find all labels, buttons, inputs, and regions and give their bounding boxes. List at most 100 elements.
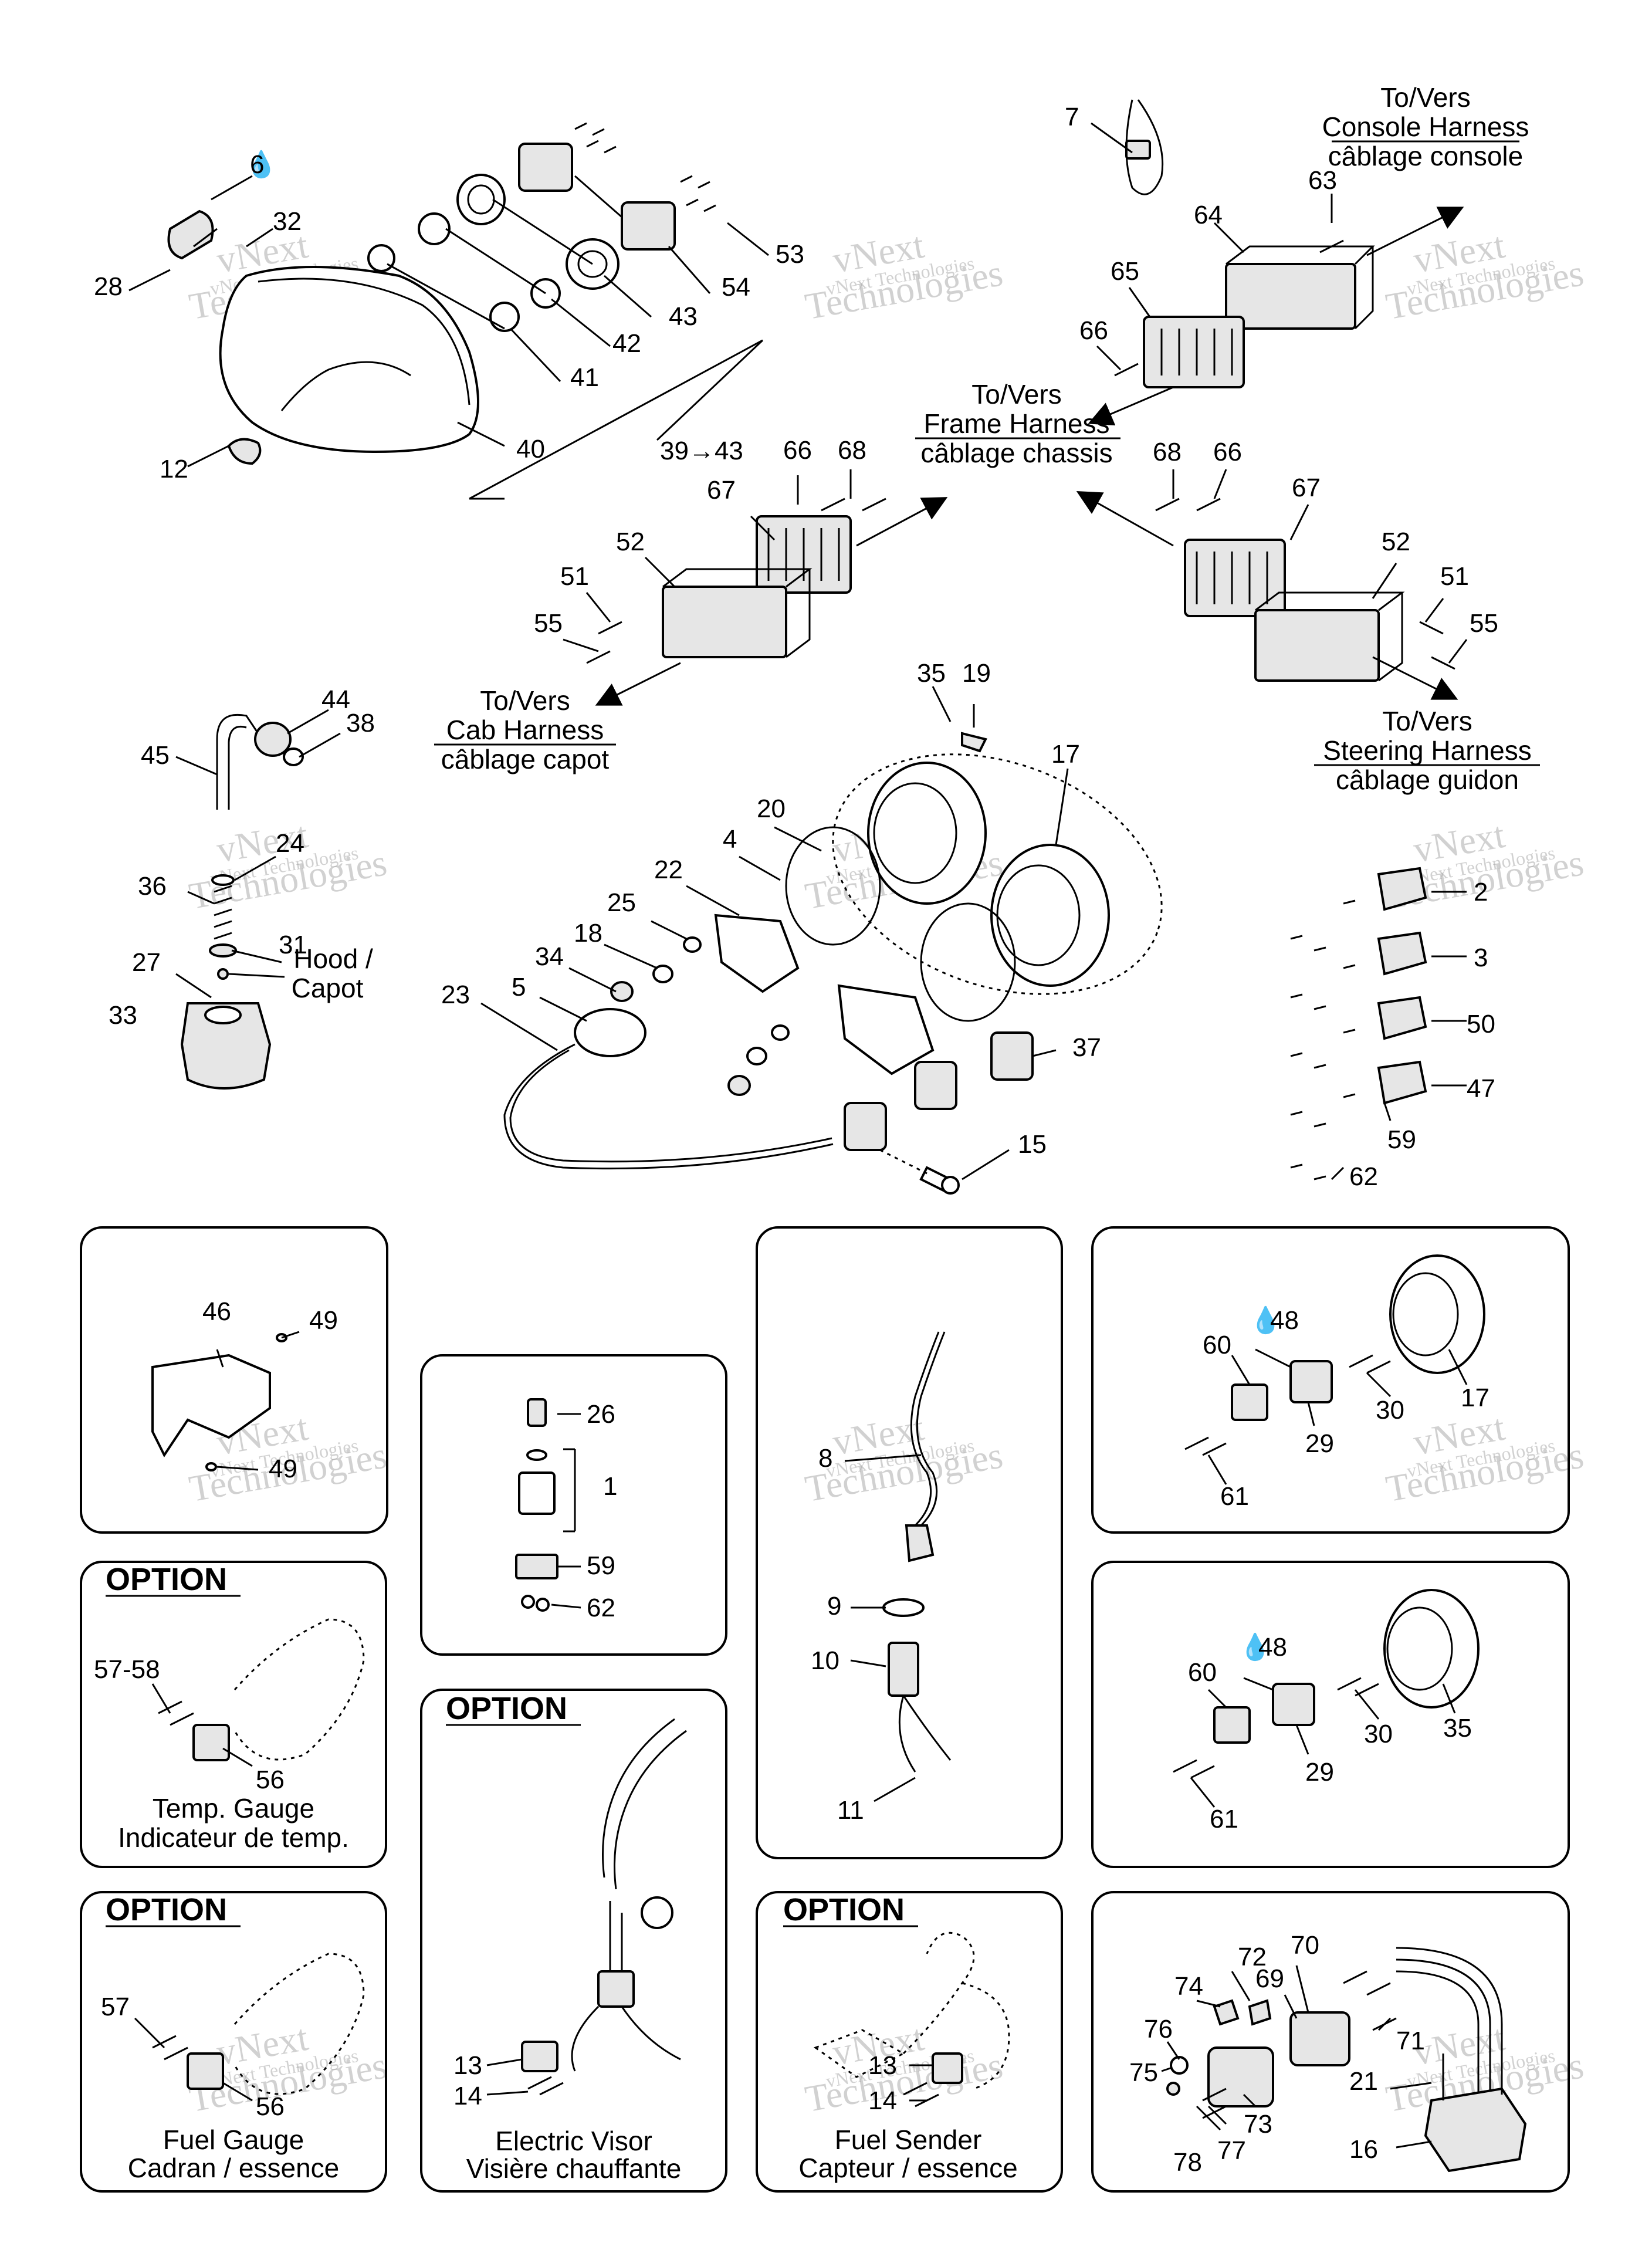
label-steering-fr: câblage guidon <box>1336 764 1519 795</box>
label-frame-to: To/Vers <box>971 379 1061 410</box>
seal-ring <box>418 212 451 245</box>
callout: 67 <box>707 476 736 505</box>
connector-housing <box>518 143 573 192</box>
callout: 9 <box>827 1592 841 1621</box>
callout: 37 <box>1072 1033 1101 1062</box>
callout: 53 <box>776 240 804 269</box>
callout: 66 <box>1213 438 1242 466</box>
label-frame-harness: Frame Harness <box>924 408 1110 439</box>
gasket-9 <box>882 1598 925 1617</box>
bracket-outline <box>469 339 764 500</box>
light-socket-5 <box>574 1008 646 1057</box>
panel-gauge-17 <box>1091 1226 1570 1534</box>
label-temp-gauge-fr: Indicateur de temp. <box>118 1822 349 1853</box>
callout: 57-58 <box>94 1655 160 1684</box>
callout: 5 <box>512 973 526 1002</box>
label-console-fr: câblage console <box>1328 141 1523 171</box>
callout: 4 <box>723 825 737 854</box>
relay-16 <box>1424 2087 1527 2173</box>
callout: 67 <box>1292 473 1321 502</box>
switch-2 <box>1377 867 1427 911</box>
callout: 14 <box>868 2086 897 2115</box>
callout: 26 <box>587 1400 615 1429</box>
panel-sender <box>756 1226 1063 1859</box>
clip <box>844 1102 887 1151</box>
callout: 62 <box>587 1594 615 1622</box>
headlight-clip <box>227 438 262 465</box>
callout: 55 <box>534 609 563 638</box>
callout: 56 <box>256 2092 285 2121</box>
callout: 71 <box>1396 2027 1425 2055</box>
connector-cap <box>167 209 214 260</box>
callout: 28 <box>94 272 123 301</box>
arrow-to-console <box>1366 207 1464 256</box>
callout: 50 <box>1467 1010 1495 1038</box>
callout: 11 <box>837 1796 864 1825</box>
panel-bracket <box>80 1226 388 1534</box>
label-fuel-sender: Fuel Sender <box>835 2125 982 2155</box>
gauge-boundary <box>832 753 1163 995</box>
callout: 30 <box>1364 1720 1393 1748</box>
callout: 52 <box>1382 527 1410 556</box>
arrow-to-steering <box>1372 656 1458 700</box>
callout: 59 <box>1387 1125 1416 1154</box>
callout: 61 <box>1210 1805 1238 1833</box>
gauge-35 <box>867 762 987 905</box>
panel-ignition <box>1091 1891 1570 2193</box>
callout: 46 <box>202 1297 231 1326</box>
harness-labels: To/Vers Console Harness câblage console … <box>292 82 1540 1003</box>
callout: 31 <box>279 931 307 959</box>
option-fuel-wiring <box>152 1953 365 2095</box>
callout: 17 <box>1051 740 1080 769</box>
console-connector-group <box>1088 99 1464 426</box>
label-cab-harness: Cab Harness <box>446 715 604 745</box>
callout: 66 <box>1079 316 1108 345</box>
callout: 8 <box>818 1444 832 1473</box>
watermark: vNext Technologies vNext Technologies <box>1383 224 1586 327</box>
bracket-46 <box>151 1333 287 1471</box>
callout: 25 <box>607 888 636 917</box>
label-steering-to: To/Vers <box>1382 706 1472 736</box>
temp-sender <box>882 1331 952 1772</box>
callout: 69 <box>1255 1964 1284 1993</box>
callout: 44 <box>321 685 350 714</box>
connector-52-left <box>662 586 787 658</box>
mount-bracket <box>837 984 935 1075</box>
rod-45 <box>216 713 259 810</box>
panel-option-temp <box>80 1561 387 1868</box>
ring-seal-20 <box>785 826 881 946</box>
callout: 13 <box>453 2051 482 2080</box>
spring-36 <box>214 885 232 940</box>
callout: 29 <box>1305 1429 1334 1458</box>
callout: 48 <box>1270 1306 1299 1335</box>
gauge-cluster <box>503 732 1163 1195</box>
callout: 43 <box>669 302 698 331</box>
callout: 18 <box>574 919 602 948</box>
connector-housing-64 <box>1225 263 1356 330</box>
panel-option-visor <box>420 1689 727 2193</box>
connector-52-right <box>1254 609 1380 682</box>
callout: 63 <box>1308 166 1337 195</box>
label-cab-fr: câblage capot <box>441 744 610 774</box>
callout: 60 <box>1203 1331 1231 1359</box>
knob-33 <box>180 1002 272 1090</box>
callout: 42 <box>612 329 641 358</box>
label-electric-visor: Electric Visor <box>495 2126 652 2156</box>
callout: 40 <box>516 435 545 464</box>
callout: 54 <box>722 273 750 302</box>
connector-housing <box>621 201 676 251</box>
option-visor-wiring <box>521 1718 687 2096</box>
label-capot: Capot <box>292 973 364 1003</box>
label-electric-visor-fr: Visière chauffante <box>466 2153 682 2184</box>
watermark: vNext Technologies vNext Technologies <box>1383 2017 1586 2120</box>
option-sender-wiring <box>813 1931 1010 2107</box>
hood-latch <box>180 713 304 1090</box>
option-heading-visor: OPTION <box>446 1691 567 1726</box>
clip <box>914 1061 957 1110</box>
label-fuel-gauge: Fuel Gauge <box>163 2125 304 2155</box>
callout: 38 <box>346 709 375 738</box>
panel-gauge-35 <box>1091 1561 1570 1868</box>
watermark: vNext Technologies vNext Technologies <box>802 224 1006 327</box>
label-console-harness: Console Harness <box>1322 111 1529 142</box>
